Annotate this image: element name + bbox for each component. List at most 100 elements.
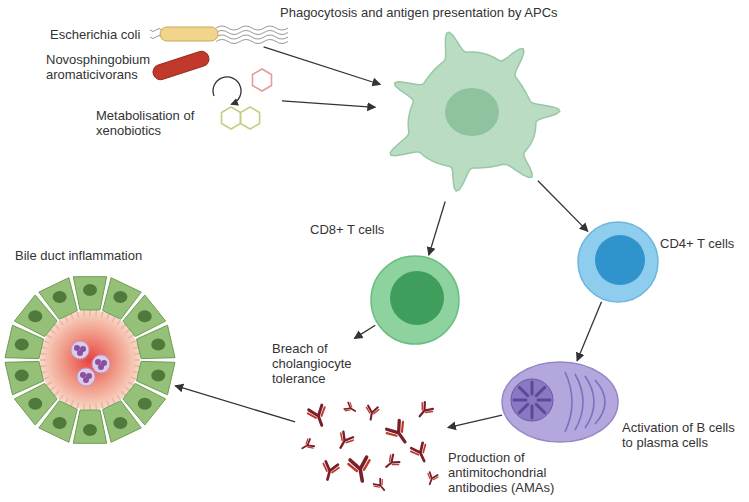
cd4-t-cell: [578, 222, 658, 302]
cell-nucleus: [83, 424, 97, 436]
cell-nucleus: [28, 398, 42, 410]
microvillus: [44, 341, 50, 343]
t-cell-node: CD4+ T cells: [578, 222, 658, 302]
arrow-connector: [538, 181, 588, 232]
microvillus: [50, 330, 55, 334]
chromatin: [519, 387, 527, 395]
endoplasmic-reticulum: [585, 376, 594, 428]
microvillus: [101, 312, 103, 318]
flagellum: [216, 35, 288, 39]
microvillus: [83, 404, 85, 410]
antibody: [334, 431, 354, 451]
antibody: [348, 457, 373, 483]
naphthalene-ring: [241, 107, 260, 129]
arrow-connector: [577, 302, 601, 361]
cell-nucleus: [138, 310, 152, 322]
microvillus: [112, 398, 115, 403]
arrow-connector: [448, 415, 502, 427]
node-label: CD4+ T cells: [660, 236, 734, 251]
antibody: [415, 401, 435, 421]
benzene-ring: [253, 69, 272, 91]
cell-nucleus: [53, 291, 67, 303]
t-cell-node: CD8+ T cells: [371, 256, 459, 344]
chromatin: [536, 404, 544, 412]
microvillus: [42, 347, 48, 349]
microvillus: [44, 377, 50, 379]
cholangiocyte: [5, 361, 44, 394]
nucleus-lobe: [74, 345, 80, 351]
microvillus: [133, 371, 139, 373]
microvillus: [112, 317, 115, 322]
microvillus: [60, 395, 64, 400]
node-label: Escherichia coli: [50, 27, 140, 42]
microvillus: [131, 377, 137, 379]
rod-bacterium: [151, 49, 211, 81]
antibody: [300, 438, 315, 453]
cell-nucleus: [151, 338, 165, 350]
cell-nucleus: [113, 291, 127, 303]
chromatin: [531, 406, 534, 418]
microvillus: [55, 391, 59, 395]
flagellum: [216, 31, 288, 35]
antibody: [364, 405, 379, 420]
dendritic-cell: [390, 32, 560, 191]
antibody: [320, 461, 340, 482]
microvillus: [47, 335, 52, 338]
microvillus: [117, 395, 121, 400]
outcome-node: Breach of cholangiocyte tolerance: [268, 340, 360, 388]
ecoli-body: [160, 27, 218, 41]
plasma-cell-node: Activation of B cells to plasma cells: [502, 362, 618, 442]
microvillus: [125, 387, 130, 391]
microvillus: [107, 401, 109, 407]
chromatin: [531, 382, 534, 394]
immune-cell: [71, 341, 89, 359]
apc-node: Phagocytosis and antigen presentation by…: [378, 26, 566, 202]
nucleus-lobe: [95, 359, 101, 365]
bacterium-node: Novosphingobium aromaticivorans: [150, 50, 212, 82]
chromatin: [536, 387, 544, 395]
cell-nucleus: [390, 271, 444, 325]
antibody: [307, 404, 330, 428]
endoplasmic-reticulum: [595, 380, 605, 424]
cell-nucleus: [445, 88, 499, 136]
cell-nucleus: [15, 338, 29, 350]
microvillus: [101, 403, 103, 409]
endoplasmic-reticulum: [575, 374, 583, 430]
node-label: Production of antimitochondrial antibodi…: [448, 450, 566, 495]
immune-cell: [92, 355, 110, 373]
microvillus: [133, 347, 139, 349]
microvillus: [95, 404, 97, 410]
nucleus-lobe: [98, 364, 104, 370]
arrow-connector: [354, 325, 375, 338]
microvillus: [77, 403, 79, 409]
microvillus: [121, 325, 125, 329]
microvillus: [121, 391, 125, 395]
cell-nucleus: [595, 235, 645, 285]
cholangiocyte: [73, 410, 106, 443]
ecoli-bacterium: [150, 26, 288, 44]
microvillus: [117, 320, 121, 325]
nucleus-lobe: [80, 372, 86, 378]
node-label: Bile duct inflammation: [15, 248, 142, 263]
microvillus: [128, 382, 133, 385]
microvillus: [95, 310, 97, 316]
chromatin: [519, 404, 527, 412]
microvillus: [134, 359, 140, 361]
immune-cell: [77, 368, 95, 386]
antibody: [344, 402, 358, 416]
microvillus: [55, 325, 59, 329]
node-label: Activation of B cells to plasma cells: [622, 420, 746, 450]
bacterium-node: Escherichia coli: [155, 22, 292, 46]
cd8-t-cell: [371, 256, 459, 344]
microvillus: [47, 382, 52, 385]
cell-nucleus: [138, 398, 152, 410]
microvillus: [40, 359, 46, 361]
chromatin: [514, 399, 526, 402]
cell-nucleus: [511, 379, 553, 421]
microvillus: [71, 401, 73, 407]
endoplasmic-reticulum: [565, 372, 572, 432]
node-label: Metabolisation of xenobiotics: [96, 108, 204, 138]
node-label: CD8+ T cells: [310, 222, 384, 237]
microvillus: [40, 365, 46, 367]
